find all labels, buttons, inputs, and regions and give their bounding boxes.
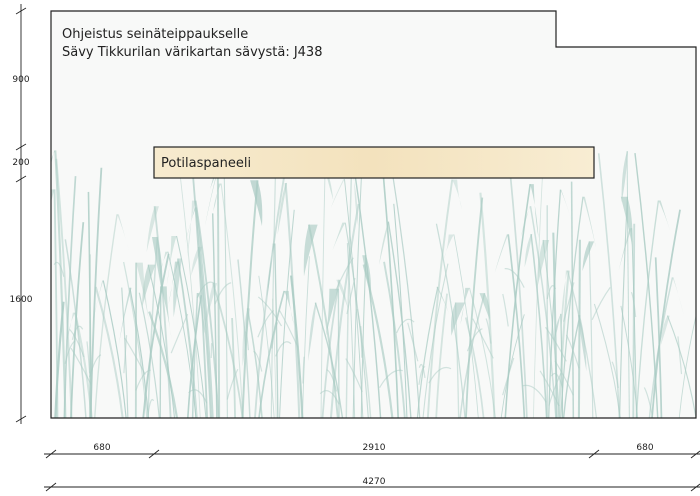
horizontal-dim-680-left: 680 <box>93 443 110 453</box>
patient-panel <box>153 146 595 179</box>
total-width-dimension <box>44 482 700 492</box>
wall-outline <box>50 10 697 419</box>
total-width-label: 4270 <box>363 477 386 487</box>
horizontal-dimension-chain <box>44 449 700 459</box>
vertical-dim-1600: 1600 <box>10 295 33 305</box>
instruction-line-1: Ohjeistus seinäteippaukselle <box>62 27 248 42</box>
vertical-dim-200: 200 <box>12 158 29 168</box>
horizontal-dim-680-right: 680 <box>636 443 653 453</box>
instruction-line-2: Sävy Tikkurilan värikartan sävystä: J438 <box>62 45 322 60</box>
horizontal-dim-2910: 2910 <box>363 443 386 453</box>
vertical-dimension-chain <box>15 4 27 424</box>
wall-background <box>51 11 696 418</box>
patient-panel-label: Potilaspaneeli <box>161 156 251 171</box>
vertical-dim-900: 900 <box>12 75 29 85</box>
reed-grass-decoration <box>51 149 696 418</box>
